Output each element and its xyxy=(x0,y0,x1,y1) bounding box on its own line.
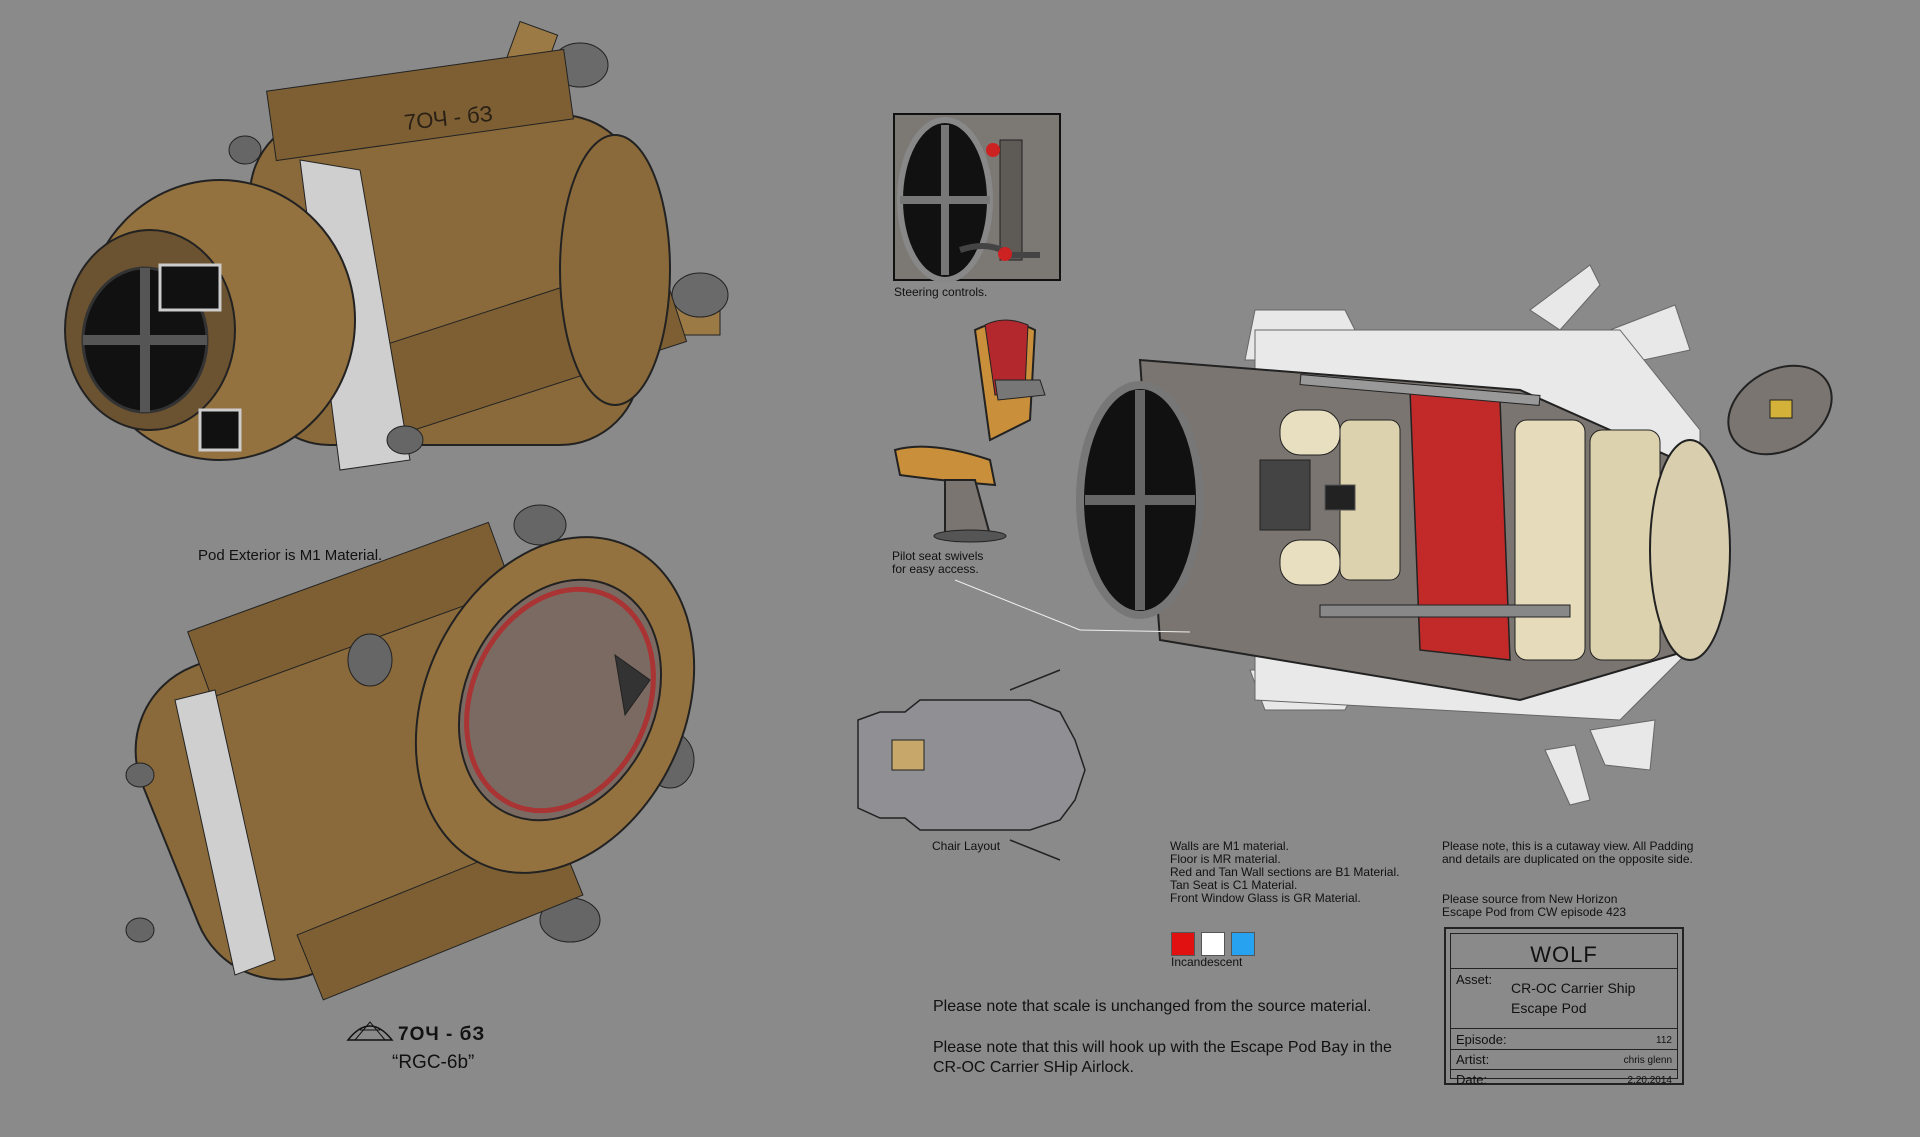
title-block-artist: Artist: chris glenn xyxy=(1451,1050,1677,1070)
episode-value: 112 xyxy=(1656,1035,1672,1046)
date-value: 2.20.2014 xyxy=(1627,1075,1673,1086)
date-label: Date: xyxy=(1456,1072,1488,1087)
swatch-white xyxy=(1201,932,1225,956)
pod-exterior-rear-view xyxy=(125,504,696,1001)
swatch-label: Incandescent xyxy=(1171,955,1243,969)
artist-label: Artist: xyxy=(1456,1052,1490,1067)
title-block-episode: Episode: 112 xyxy=(1451,1030,1677,1050)
chair-layout-caption: Chair Layout xyxy=(932,839,1001,853)
steering-caption: Steering controls. xyxy=(894,285,988,299)
title-block-asset: Asset: CR-OC Carrier Ship Escape Pod xyxy=(1451,970,1677,1029)
title-block-frame: WOLF Asset: CR-OC Carrier Ship Escape Po… xyxy=(1450,933,1678,1087)
asset-label: Asset: xyxy=(1456,972,1493,987)
artist-value: chris glenn xyxy=(1623,1055,1672,1066)
materials-list: Walls are M1 material. Floor is MR mater… xyxy=(1170,840,1399,905)
pod-exterior-caption: Pod Exterior is M1 Material. xyxy=(198,547,383,564)
materials-line: Red and Tan Wall sections are B1 Materia… xyxy=(1170,865,1400,879)
materials-line: Front Window Glass is GR Material. xyxy=(1170,891,1361,905)
source-note-line2: Escape Pod from CW episode 423 xyxy=(1442,905,1627,919)
pilot-seat-caption-line1: Pilot seat swivels xyxy=(892,549,984,563)
cutaway-note-line1: Please note, this is a cutaway view. All… xyxy=(1442,839,1694,853)
hookup-note-line1: Please note that this will hook up with … xyxy=(933,1039,1392,1056)
seat-callout-line xyxy=(954,579,1191,633)
pod-logo-icon xyxy=(346,1021,394,1041)
materials-line: Tan Seat is C1 Material. xyxy=(1170,878,1298,892)
pod-cutaway-view xyxy=(1076,264,1833,806)
scale-note: Please note that scale is unchanged from… xyxy=(933,998,1372,1015)
pilot-seat-caption-line2: for easy access. xyxy=(892,562,979,576)
pilot-seat-illustration xyxy=(893,319,1046,543)
chair-layout-diagram xyxy=(857,669,1086,861)
asset-line1: CR-OC Carrier Ship xyxy=(1511,980,1636,996)
title-block: WOLF Asset: CR-OC Carrier Ship Escape Po… xyxy=(1444,927,1684,1087)
swatch-red xyxy=(1171,932,1195,956)
pod-exterior-top-view: 7ОЧ - бЗ xyxy=(64,20,729,471)
materials-line: Floor is MR material. xyxy=(1170,852,1281,866)
materials-line: Walls are M1 material. xyxy=(1170,839,1289,853)
cutaway-note-line2: and details are duplicated on the opposi… xyxy=(1442,852,1693,866)
steering-controls-inset xyxy=(893,113,1061,283)
source-note-line1: Please source from New Horizon xyxy=(1442,892,1618,906)
title-block-title: WOLF xyxy=(1451,942,1677,969)
hookup-note-line2: CR-OC Carrier SHip Airlock. xyxy=(933,1059,1134,1076)
pod-glyph-label: 7ОЧ - бЗ xyxy=(398,1024,486,1045)
title-block-date: Date: 2.20.2014 xyxy=(1451,1070,1677,1089)
pod-designation: “RGC-6b” xyxy=(392,1052,475,1073)
swatch-blue xyxy=(1231,932,1255,956)
asset-line2: Escape Pod xyxy=(1511,1000,1587,1016)
episode-label: Episode: xyxy=(1456,1032,1507,1047)
